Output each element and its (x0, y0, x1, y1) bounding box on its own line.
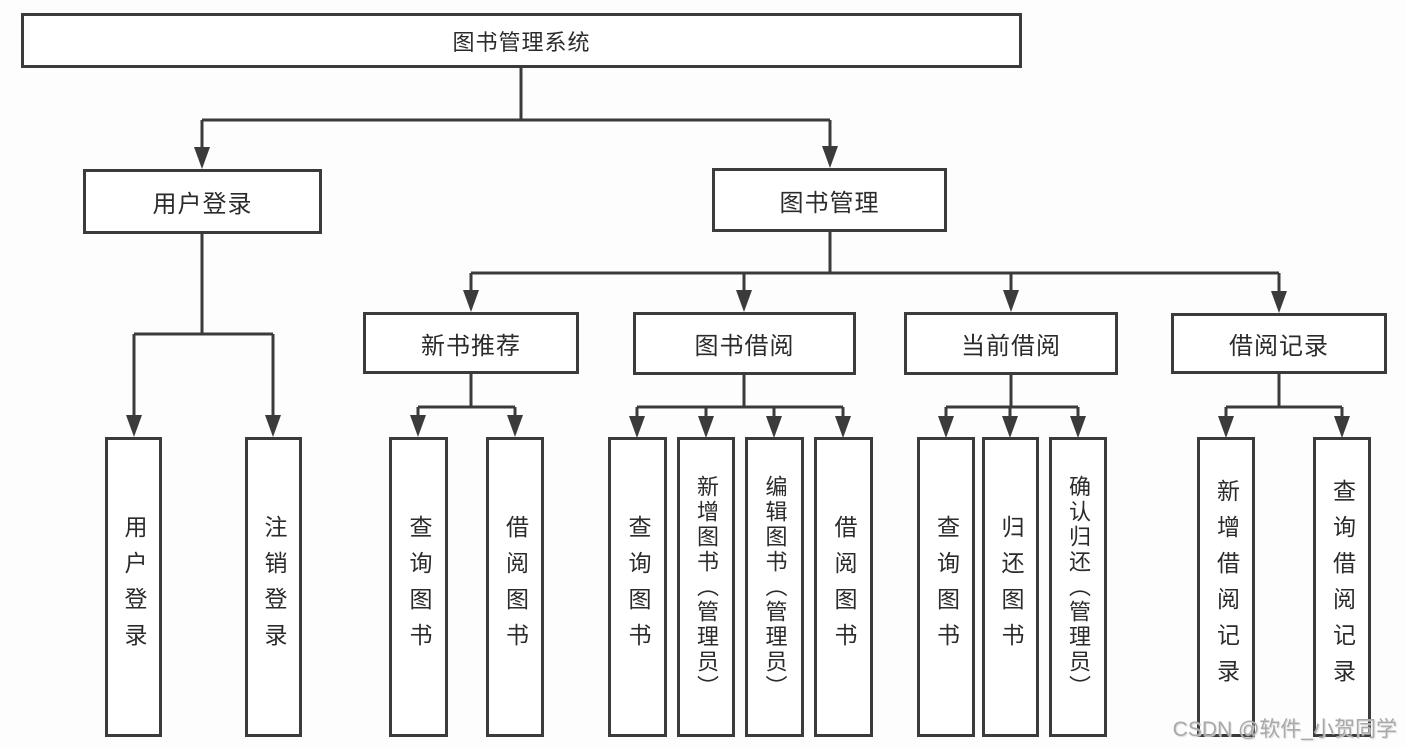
leaf-bb-add-books-admin-label: 新增图书（管理员） (694, 474, 719, 700)
connector-new-book-split (416, 374, 517, 416)
leaf-cb-confirm-return-admin-label: 确认归还（管理员） (1066, 474, 1091, 700)
node-new-book-recommendation: 新书推荐 (363, 312, 579, 374)
connector-book-mgmt-split (469, 232, 1281, 291)
node-book-management: 图书管理 (712, 168, 947, 232)
node-new-book-recommendation-label: 新书推荐 (421, 332, 521, 360)
leaf-cb-query-books-label: 查询图书 (933, 515, 960, 659)
leaf-br-add-record-label: 新增借阅记录 (1213, 479, 1240, 695)
leaf-bb-add-books-admin: 新增图书（管理员） (677, 437, 735, 737)
leaf-cb-return-books-label: 归还图书 (998, 515, 1024, 659)
leaf-user-login-label: 用户登录 (121, 515, 147, 659)
node-book-borrowing-label: 图书借阅 (694, 333, 795, 360)
leaf-nb-borrow-books: 借阅图书 (486, 437, 544, 737)
leaf-bb-edit-books-admin: 编辑图书（管理员） (745, 437, 804, 737)
leaf-logout: 注销登录 (245, 437, 302, 737)
connector-book-borrow-split (635, 375, 845, 416)
leaf-nb-query-books: 查询图书 (389, 437, 448, 737)
leaf-nb-borrow-books-label: 借阅图书 (502, 515, 529, 659)
leaf-br-query-record-label: 查询借阅记录 (1329, 479, 1356, 695)
leaf-br-query-record: 查询借阅记录 (1313, 437, 1371, 737)
leaf-bb-query-books: 查询图书 (608, 437, 667, 737)
node-book-borrowing: 图书借阅 (633, 312, 856, 375)
node-user-login: 用户登录 (83, 169, 322, 234)
connector-records-split (1224, 374, 1344, 416)
leaf-bb-borrow-books: 借阅图书 (814, 437, 873, 737)
connector-current-borrow-split (944, 375, 1080, 416)
node-root: 图书管理系统 (21, 13, 1022, 68)
node-user-login-label: 用户登录 (152, 191, 253, 218)
leaf-bb-query-books-label: 查询图书 (625, 515, 651, 659)
node-borrowing-records-label: 借阅记录 (1229, 333, 1329, 360)
arrowheads (126, 146, 1350, 438)
connector-user-login-split (132, 234, 275, 416)
leaf-br-add-record: 新增借阅记录 (1197, 437, 1255, 737)
leaf-cb-return-books: 归还图书 (982, 437, 1039, 737)
leaf-user-login: 用户登录 (105, 437, 162, 737)
leaf-bb-borrow-books-label: 借阅图书 (831, 515, 857, 659)
node-current-borrowing-label: 当前借阅 (961, 333, 1061, 360)
leaf-bb-edit-books-admin-label: 编辑图书（管理员） (762, 474, 788, 700)
node-root-label: 图书管理系统 (452, 29, 591, 55)
leaf-logout-label: 注销登录 (261, 515, 287, 659)
csdn-watermark: CSDN @软件_小贺同学 (1172, 718, 1397, 741)
node-book-management-label: 图书管理 (779, 189, 880, 217)
leaf-cb-query-books: 查询图书 (917, 437, 975, 737)
connector-root-split (200, 68, 832, 147)
node-borrowing-records: 借阅记录 (1171, 313, 1387, 374)
leaf-nb-query-books-label: 查询图书 (406, 515, 432, 659)
leaf-cb-confirm-return-admin: 确认归还（管理员） (1049, 437, 1107, 737)
node-current-borrowing: 当前借阅 (904, 312, 1118, 375)
